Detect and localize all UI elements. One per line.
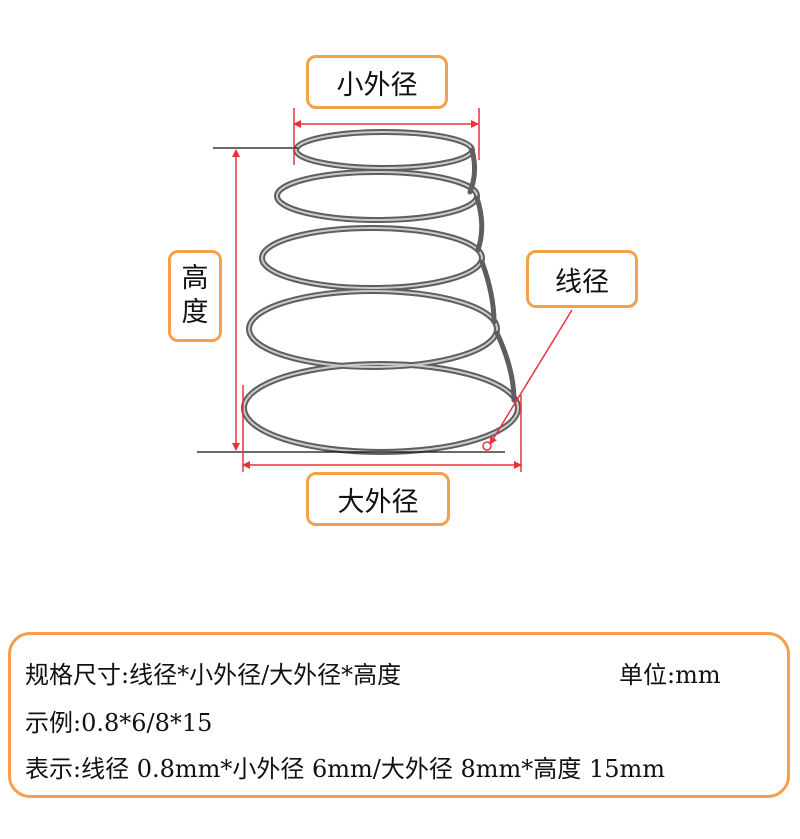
- wire-diameter-label: 线径: [526, 250, 638, 308]
- small-outer-diameter-label: 小外径: [306, 55, 448, 109]
- large-outer-diameter-text: 大外径: [337, 486, 419, 518]
- spec-panel: 规格尺寸:线径*小外径/大外径*高度 单位:mm 示例:0.8*6/8*15 表…: [8, 632, 790, 798]
- large-outer-diameter-label: 大外径: [306, 472, 450, 526]
- wire-diameter-leader: [489, 309, 573, 445]
- height-text-bottom: 度: [181, 297, 209, 328]
- spec-format-line: 规格尺寸:线径*小外径/大外径*高度: [25, 661, 402, 689]
- spring-coils: [241, 129, 521, 455]
- spec-meaning-line: 表示:线径 0.8mm*小外径 6mm/大外径 8mm*高度 15mm: [25, 755, 665, 783]
- height-text-top: 高: [181, 263, 209, 294]
- wire-diameter-text: 线径: [555, 266, 609, 298]
- height-label: 高 度: [168, 250, 222, 342]
- wire-diameter-point: [482, 441, 492, 451]
- spec-unit: 单位:mm: [619, 661, 721, 689]
- spec-example-line: 示例:0.8*6/8*15: [25, 709, 213, 737]
- reference-lines: [197, 147, 505, 453]
- dimension-lines: [232, 108, 573, 472]
- spring-diagram: [197, 108, 573, 472]
- small-outer-diameter-text: 小外径: [336, 69, 418, 101]
